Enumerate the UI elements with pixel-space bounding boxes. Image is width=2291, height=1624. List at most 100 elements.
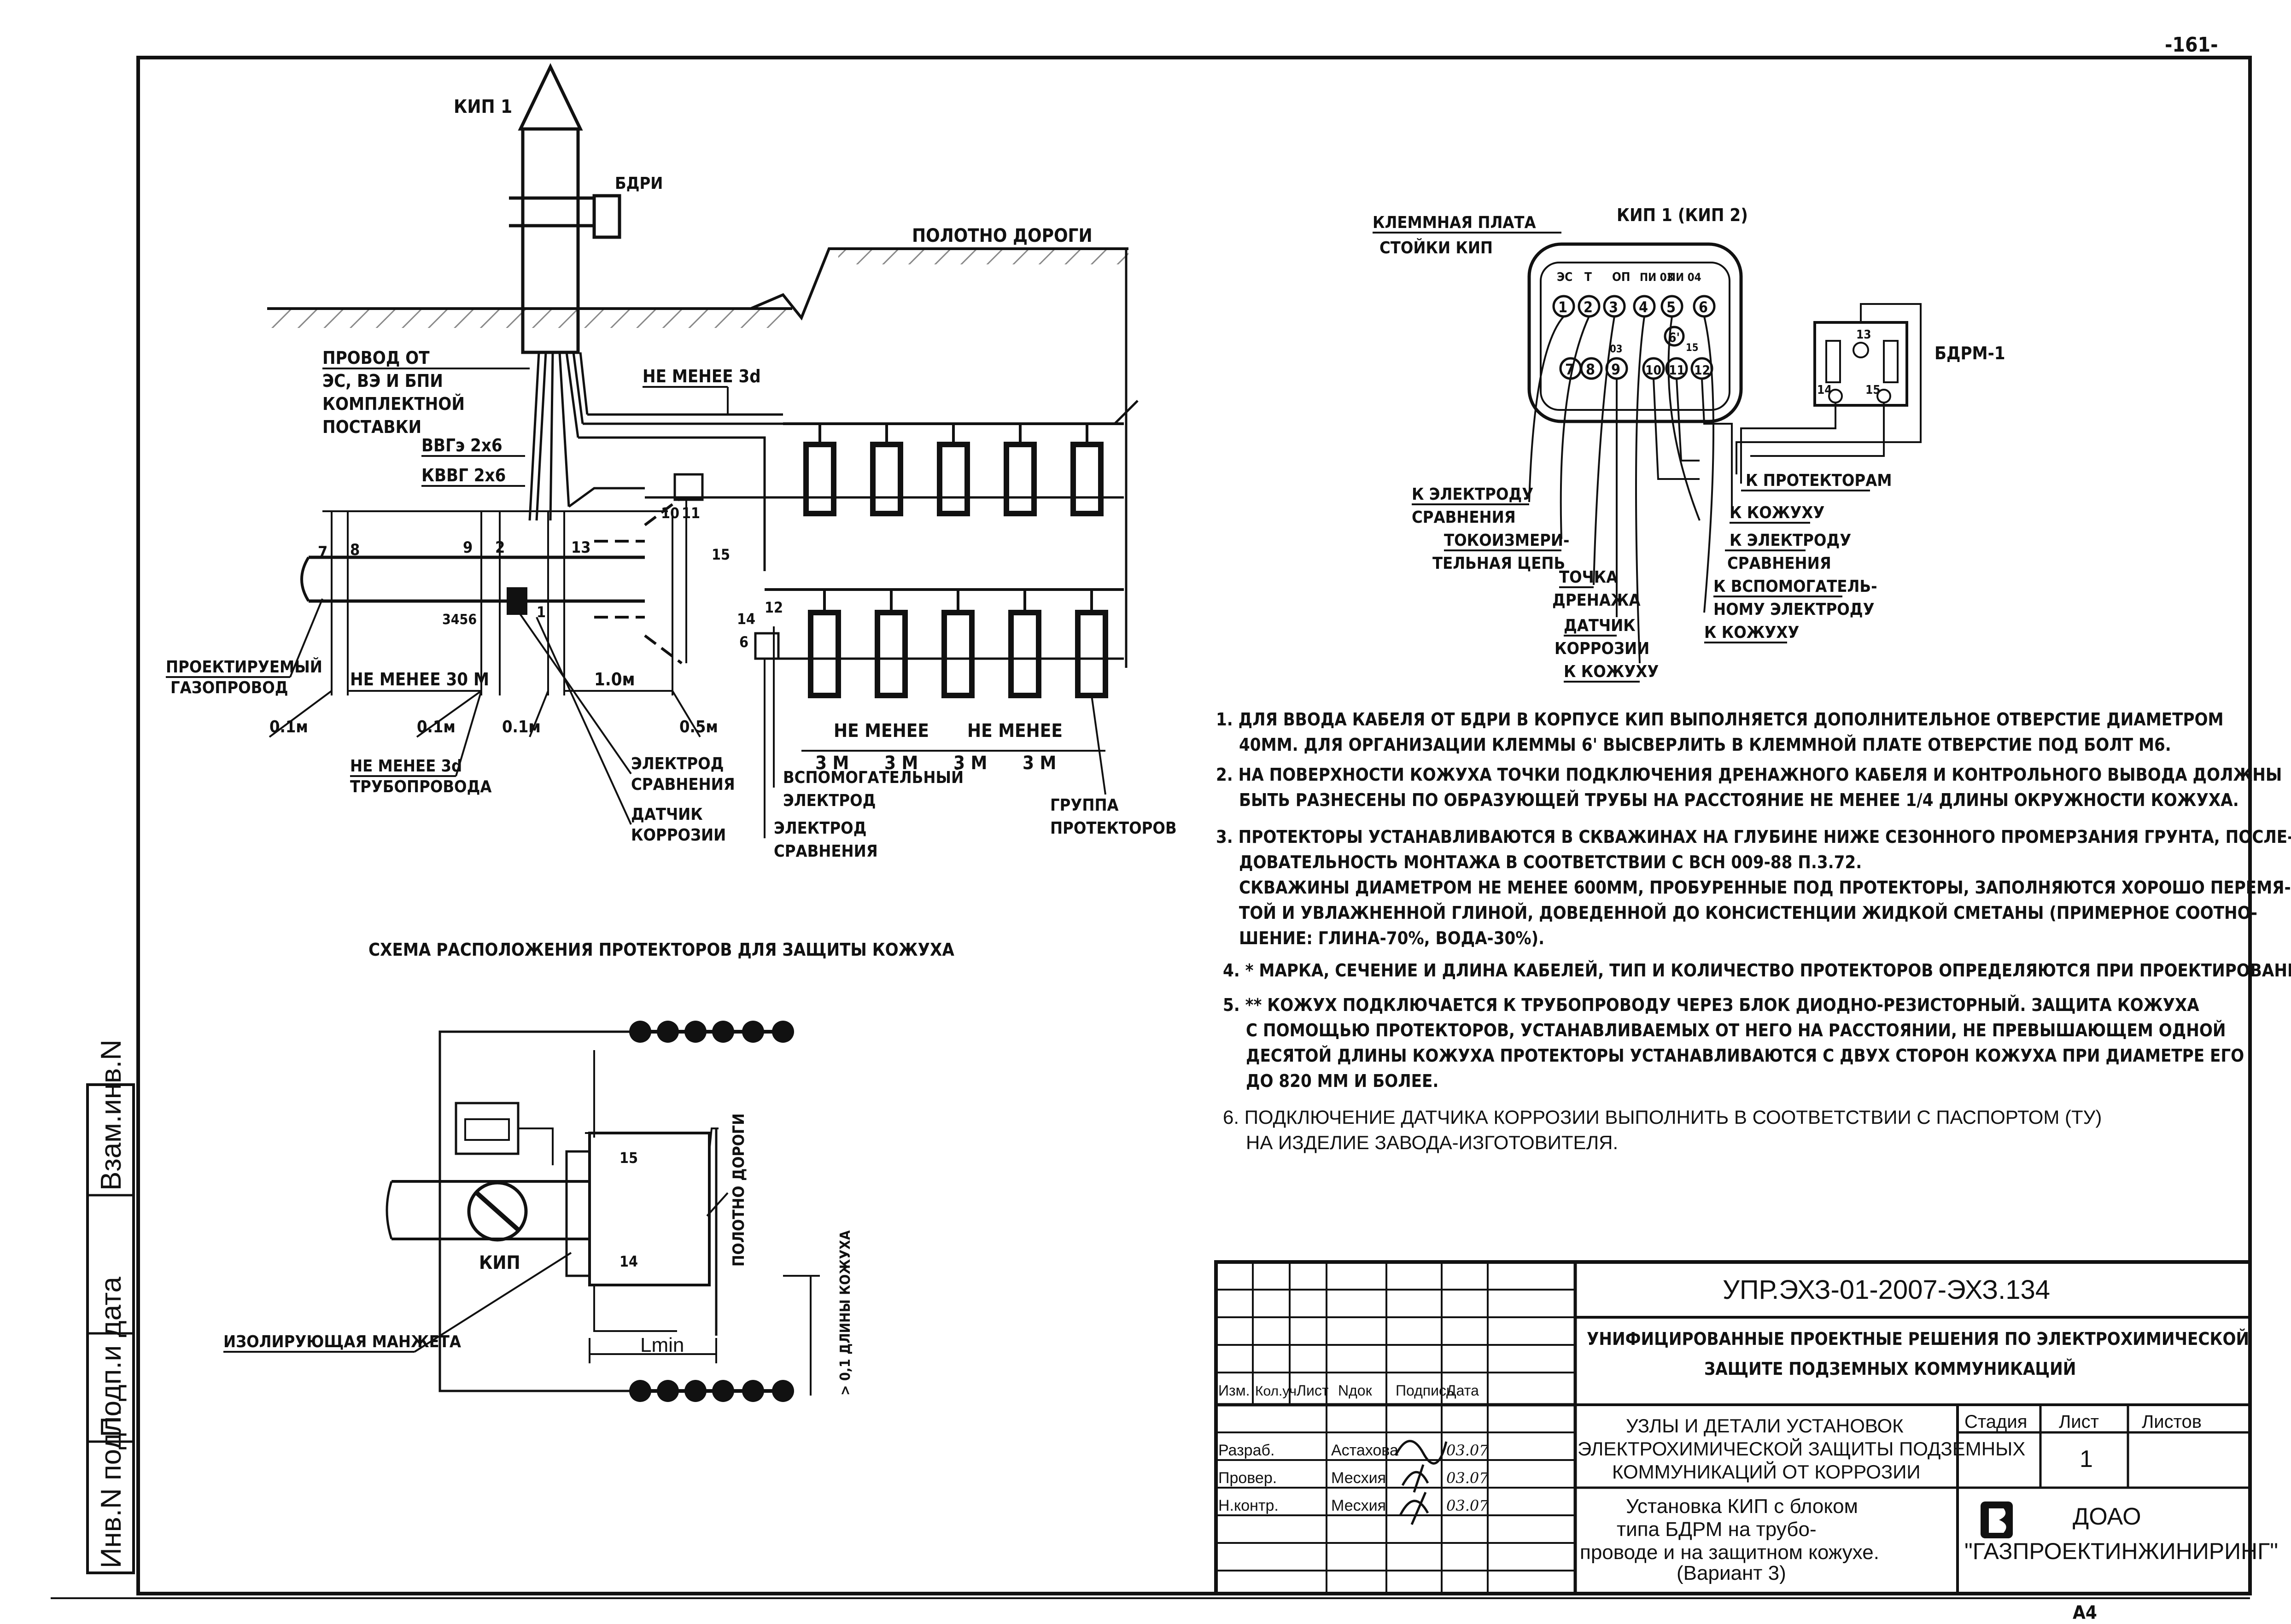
row-razrab-role: Разраб. (1218, 1442, 1274, 1459)
cable-kvvg: КВВГ 2х6 (421, 465, 506, 485)
note-5-line-4: ДО 820 ММ И БОЛЕЕ. (1246, 1071, 1438, 1091)
note-4-line-1: 4. * МАРКА, СЕЧЕНИЕ И ДЛИНА КАБЕЛЕЙ, ТИП… (1223, 960, 2291, 981)
stage-label: Стадия (1964, 1412, 2027, 1432)
left-label-sensor-2: КОРРОЗИИ (1555, 639, 1649, 658)
protectors-lower-row (765, 588, 1124, 698)
min-3d-pipe-1: НЕ МЕНЕЕ 3d (350, 757, 462, 776)
sheet-title-1: Установка КИП с блоком (1626, 1495, 1858, 1518)
sheet-title-3: проводе и на защитном кожухе. (1580, 1541, 1879, 1564)
terminal-4: 4 (1639, 298, 1648, 316)
note-3-line-2: ДОВАТЕЛЬНОСТЬ МОНТАЖА В СООТВЕТСТВИИ С В… (1239, 852, 1862, 872)
row-nkontr-role: Н.контр. (1218, 1497, 1279, 1514)
pipe-term-1: 1 (537, 603, 546, 621)
col-list: Лист (1297, 1382, 1329, 1399)
protector-group-1: ГРУППА (1050, 796, 1119, 815)
row-razrab-date: 03.07 (1446, 1442, 1489, 1459)
min-30m: НЕ МЕНЕЕ 30 М (350, 669, 489, 689)
note-3-line-1: 3. ПРОТЕКТОРЫ УСТАНАВЛИВАЮТСЯ В СКВАЖИНА… (1216, 827, 2291, 847)
signature-meskhia-1 (1401, 1464, 1429, 1493)
section-title-2: ЭЛЕКТРОХИМИЧЕСКОЙ ЗАЩИТЫ ПОДЗЕМНЫХ (1578, 1437, 2025, 1460)
format-label: A4 (2073, 1602, 2097, 1624)
row-nkontr-date: 03.07 (1446, 1497, 1489, 1514)
ref-electrode-1: ЭЛЕКТРОД (774, 819, 866, 838)
casing-top-view (588, 1132, 711, 1286)
bdri-label: БДРИ (615, 174, 663, 193)
bdrm-term-13: 13 (1856, 328, 1871, 342)
terminal-6: 6 (1699, 298, 1708, 316)
layout-title: СХЕМА РАСПОЛОЖЕНИЯ ПРОТЕКТОРОВ ДЛЯ ЗАЩИТ… (368, 940, 954, 960)
hdr-pi03: ПИ 03 (1640, 271, 1674, 284)
terminal-8: 8 (1586, 361, 1595, 378)
company-name-2: "ГАЗПРОЕКТИНЖИНИРИНГ" (1964, 1538, 2278, 1564)
plate-label-2: СТОЙКИ КИП (1379, 238, 1493, 257)
term-14: 14 (620, 1253, 638, 1270)
cable-vvg: ВВГэ 2х6 (421, 435, 503, 456)
bdrm-small (754, 632, 780, 660)
hdr-op: ОП (1612, 270, 1630, 284)
terminal-1: 1 (1558, 298, 1567, 316)
road-embankment (750, 247, 1128, 321)
right-label-electrode-2: СРАВНЕНИЯ (1727, 554, 1831, 573)
title-block: УПР.ЭХЗ-01-2007-ЭХЗ.134 УНИФИЦИРОВАННЫЕ … (1214, 1260, 2278, 1595)
casing-dim-label: > 0,1 ДЛИНЫ КОЖУХА (837, 1230, 853, 1396)
col-kolch: Кол.уч (1255, 1384, 1297, 1399)
notes-block: 1. ДЛЯ ВВОДА КАБЕЛЯ ОТ БДРИ В КОРПУСЕ КИ… (1216, 709, 2291, 1153)
stamp-sign: Подп.и дата (95, 1276, 127, 1437)
left-label-drain-2: ДРЕНАЖА (1552, 591, 1641, 610)
note-5-line-1: 5. ** КОЖУХ ПОДКЛЮЧАЕТСЯ К ТРУБОПРОВОДУ … (1223, 995, 2199, 1015)
note-6-line-2: НА ИЗДЕЛИЕ ЗАВОДА-ИЗГОТОВИТЕЛЯ. (1246, 1132, 1618, 1153)
cable-from-2: ЭС, ВЭ И БПИ (322, 371, 443, 391)
casing (594, 496, 683, 665)
left-label-sensor-1: ДАТЧИК (1564, 616, 1636, 635)
protectors-top (629, 1021, 794, 1043)
hdr-es: ЭС (1557, 270, 1572, 284)
pipe-term-7: 7 (318, 543, 327, 561)
spacing-2: 3 М (884, 753, 918, 774)
stamp-inv: Инв.N подл. (95, 1408, 127, 1568)
terminal-bottom-row: 7 8 9 10 11 12 (1559, 357, 1713, 380)
right-label-electrode-1: К ЭЛЕКТРОДУ (1730, 531, 1851, 550)
terminal-6prime (1664, 326, 1685, 347)
left-label-drain-1: ТОЧКА (1559, 568, 1618, 587)
note-5-line-2: С ПОМОЩЬЮ ПРОТЕКТОРОВ, УСТАНАВЛИВАЕМЫХ О… (1246, 1020, 2226, 1040)
side-stamp: Инв.N подл. Подп.и дата Взам.инв.N (86, 1040, 135, 1574)
company-name-1: ДОАО (2073, 1503, 2141, 1530)
series-title-2: ЗАЩИТЕ ПОДЗЕМНЫХ КОММУНИКАЦИЙ (1704, 1359, 2076, 1379)
min-text-1: НЕ МЕНЕЕ (834, 720, 929, 742)
row-nkontr-name: Месхия (1331, 1497, 1386, 1514)
terminal-2: 2 (1584, 298, 1593, 316)
protectors-upper-row (783, 422, 1124, 516)
terminal-3: 3 (1609, 298, 1618, 316)
pipe-term-11: 11 (682, 504, 700, 522)
page-number: -161- (2165, 33, 2218, 57)
pipe-term-12: 12 (765, 599, 783, 616)
kip-top-view (467, 1181, 528, 1242)
terminal-9: 9 (1611, 361, 1620, 378)
pipe-dimension-lines (322, 497, 687, 695)
spacing-3: 3 М (953, 753, 987, 774)
terminal-5: 5 (1666, 298, 1676, 316)
note-5-line-3: ДЕСЯТОЙ ДЛИНЫ КОЖУХА ПРОТЕКТОРЫ УСТАНАВЛ… (1246, 1046, 2244, 1066)
bdrm-term-14: 14 (1817, 383, 1832, 397)
pipe-term-8: 8 (350, 541, 360, 559)
kip-housing (1527, 242, 1743, 423)
sensor-corr-2: КОРРОЗИИ (631, 826, 726, 845)
ref-electrode-2: СРАВНЕНИЯ (774, 842, 878, 861)
protector-layout-diagram: СХЕМА РАСПОЛОЖЕНИЯ ПРОТЕКТОРОВ ДЛЯ ЗАЩИТ… (223, 940, 954, 1402)
kip1-label: КИП 1 (454, 96, 512, 117)
stud-label: 3456 (442, 612, 477, 628)
col-ndok: Nдок (1338, 1382, 1373, 1399)
note-1-line-1: 1. ДЛЯ ВВОДА КАБЕЛЯ ОТ БДРИ В КОРПУСЕ КИ… (1216, 709, 2224, 730)
right-label-aux-2: НОМУ ЭЛЕКТРОДУ (1713, 600, 1875, 619)
cable-from-3: КОМПЛЕКТНОЙ (322, 394, 465, 414)
aux-electrode-2: ЭЛЕКТРОД (783, 791, 876, 810)
dist-1m: 1.0м (594, 669, 635, 689)
pipe-term-2: 2 (495, 538, 505, 557)
pipe-term-14: 14 (737, 610, 755, 628)
terminal-title: КИП 1 (КИП 2) (1617, 205, 1748, 225)
lmin-label: Lmin (640, 1334, 684, 1356)
pipe-term-9: 9 (463, 538, 473, 557)
pipe-term-6: 6 (739, 633, 748, 651)
spacing-4: 3 М (1023, 753, 1056, 774)
